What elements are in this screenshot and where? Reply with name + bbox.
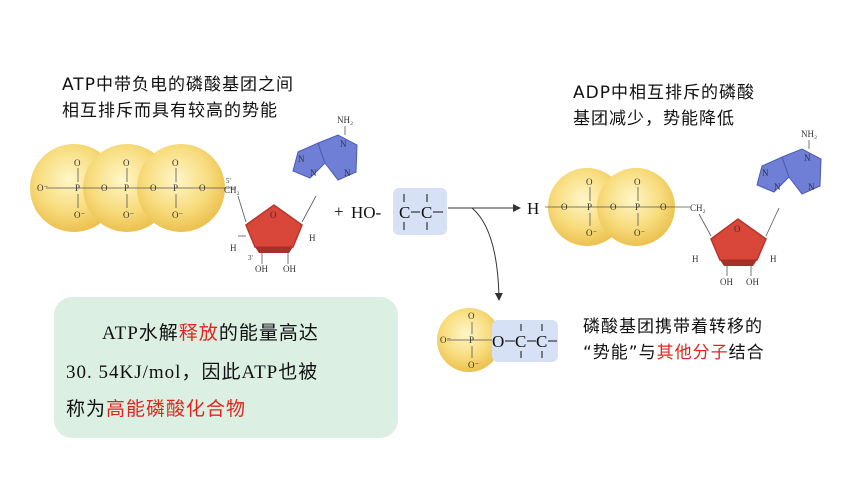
atom-n: N xyxy=(808,182,815,192)
note-line-3-prefix: 称为 xyxy=(66,399,107,420)
atom-o: O xyxy=(610,202,617,212)
atom-ch2: CH₂ xyxy=(690,203,706,213)
note-line-3: 称为高能磷酸化合物 xyxy=(66,395,246,425)
atom-h: H xyxy=(770,254,777,264)
atom-n: N xyxy=(804,153,811,163)
atom-o: O xyxy=(586,177,593,187)
atp-caption-line-1: ATP中带负电的磷酸基团之间 xyxy=(62,75,294,95)
atom-p: P xyxy=(173,183,178,193)
atom-p: P xyxy=(124,183,129,193)
transfer-caption-suffix: 结合 xyxy=(728,343,765,363)
atom-o: O xyxy=(561,202,568,212)
ho-group: HO- xyxy=(351,203,382,222)
note-line-1-highlight: 释放 xyxy=(178,323,219,344)
atom-h-left: H xyxy=(527,199,539,218)
atom-o: O xyxy=(270,210,277,220)
atom-c3: 3' xyxy=(248,254,253,262)
transfer-caption: 磷酸基团携带着转移的 “势能”与其他分子结合 xyxy=(583,314,765,366)
atp-molecule: O⁻ O P O⁻ O O P O⁻ O O P O⁻ O CH₂ 5' O H… xyxy=(30,115,358,274)
atp-ribose: O H H 3' OH OH xyxy=(230,195,316,274)
note-line-1-prefix: ATP水解 xyxy=(102,323,179,344)
atom-n: N xyxy=(310,168,317,178)
atom-n: N xyxy=(774,182,781,192)
atom-oh: OH xyxy=(746,277,759,287)
atom-o-minus: O⁻ xyxy=(634,228,645,238)
atp-adenine: NH₂ N N N N xyxy=(292,115,358,223)
atom-c5: 5' xyxy=(226,177,231,185)
atom-o: O xyxy=(74,158,81,168)
atom-p: P xyxy=(587,202,592,212)
atom-n: N xyxy=(344,168,351,178)
atp-caption: ATP中带负电的磷酸基团之间 相互排斥而具有较高的势能 xyxy=(62,72,294,124)
atp-caption-line-2: 相互排斥而具有较高的势能 xyxy=(62,101,278,121)
atom-o: O xyxy=(172,158,179,168)
note-line-1: ATP水解释放的能量高达 xyxy=(102,319,319,349)
atom-nh2: NH₂ xyxy=(337,115,353,125)
atom-o-minus: O⁻ xyxy=(123,210,134,220)
plus-sign: + xyxy=(334,202,344,221)
atom-o-minus: O⁻ xyxy=(74,210,85,220)
atom-c: C xyxy=(536,332,547,351)
atom-o: O xyxy=(468,311,475,321)
atom-o-minus: O⁻ xyxy=(468,360,479,370)
atom-n: N xyxy=(762,168,769,178)
atom-o: O xyxy=(123,158,130,168)
atom-oh: OH xyxy=(255,264,268,274)
atom-o: O xyxy=(150,183,157,193)
atom-o: O xyxy=(101,183,108,193)
atom-o: O xyxy=(199,183,206,193)
note-line-2: 30. 54KJ/mol，因此ATP也被 xyxy=(66,362,319,383)
note-line-3-highlight: 高能磷酸化合物 xyxy=(106,399,247,420)
atom-oh: OH xyxy=(720,277,733,287)
atom-h: H xyxy=(230,243,237,253)
atom-oh: OH xyxy=(283,264,296,274)
atom-p: P xyxy=(469,335,474,345)
transfer-caption-highlight: 其他分子 xyxy=(656,343,729,363)
transfer-caption-line-2: “势能”与其他分子结合 xyxy=(583,340,765,366)
transfer-caption-line-1: 磷酸基团携带着转移的 xyxy=(583,317,763,337)
atom-h: H xyxy=(692,254,699,264)
atom-ch2: CH₂ xyxy=(224,185,240,195)
atom-p: P xyxy=(635,202,640,212)
atom-p: P xyxy=(75,183,80,193)
atom-c: C xyxy=(515,332,526,351)
transfer-arrow xyxy=(471,207,503,301)
atom-o: O xyxy=(492,332,504,351)
atom-c: C xyxy=(399,203,410,222)
atom-o-minus: O⁻ xyxy=(172,210,183,220)
atom-o-minus: O⁻ xyxy=(440,335,451,345)
adp-caption: ADP中相互排斥的磷酸 基团减少，势能降低 xyxy=(573,80,755,132)
phosphorylated-molecule: O⁻ O P O⁻ O C C xyxy=(437,308,558,372)
adp-molecule: H O O P O⁻ O O P O⁻ O CH₂ O H H OH OH NH… xyxy=(527,129,822,287)
note-line-1-suffix: 的能量高达 xyxy=(218,323,319,344)
adp-caption-line-1: ADP中相互排斥的磷酸 xyxy=(573,83,755,103)
transfer-caption-prefix: “势能”与 xyxy=(583,343,657,363)
atp-phosphate-group: O⁻ O P O⁻ O O P O⁻ O O P O⁻ O CH₂ 5' xyxy=(30,144,240,232)
atom-n: N xyxy=(298,154,305,164)
atom-n: N xyxy=(340,139,347,149)
atom-o: O xyxy=(634,177,641,187)
note-box xyxy=(54,297,398,438)
atom-nh2: NH₂ xyxy=(801,129,817,139)
atom-o-minus: O⁻ xyxy=(37,183,48,193)
atom-c: C xyxy=(421,203,432,222)
atom-o-minus: O⁻ xyxy=(586,228,597,238)
adp-caption-line-2: 基团减少，势能降低 xyxy=(573,109,735,129)
atom-o: O xyxy=(734,224,741,234)
acceptor-molecule: C C xyxy=(393,188,447,235)
atom-h: H xyxy=(309,233,316,243)
atom-o: O xyxy=(660,202,667,212)
